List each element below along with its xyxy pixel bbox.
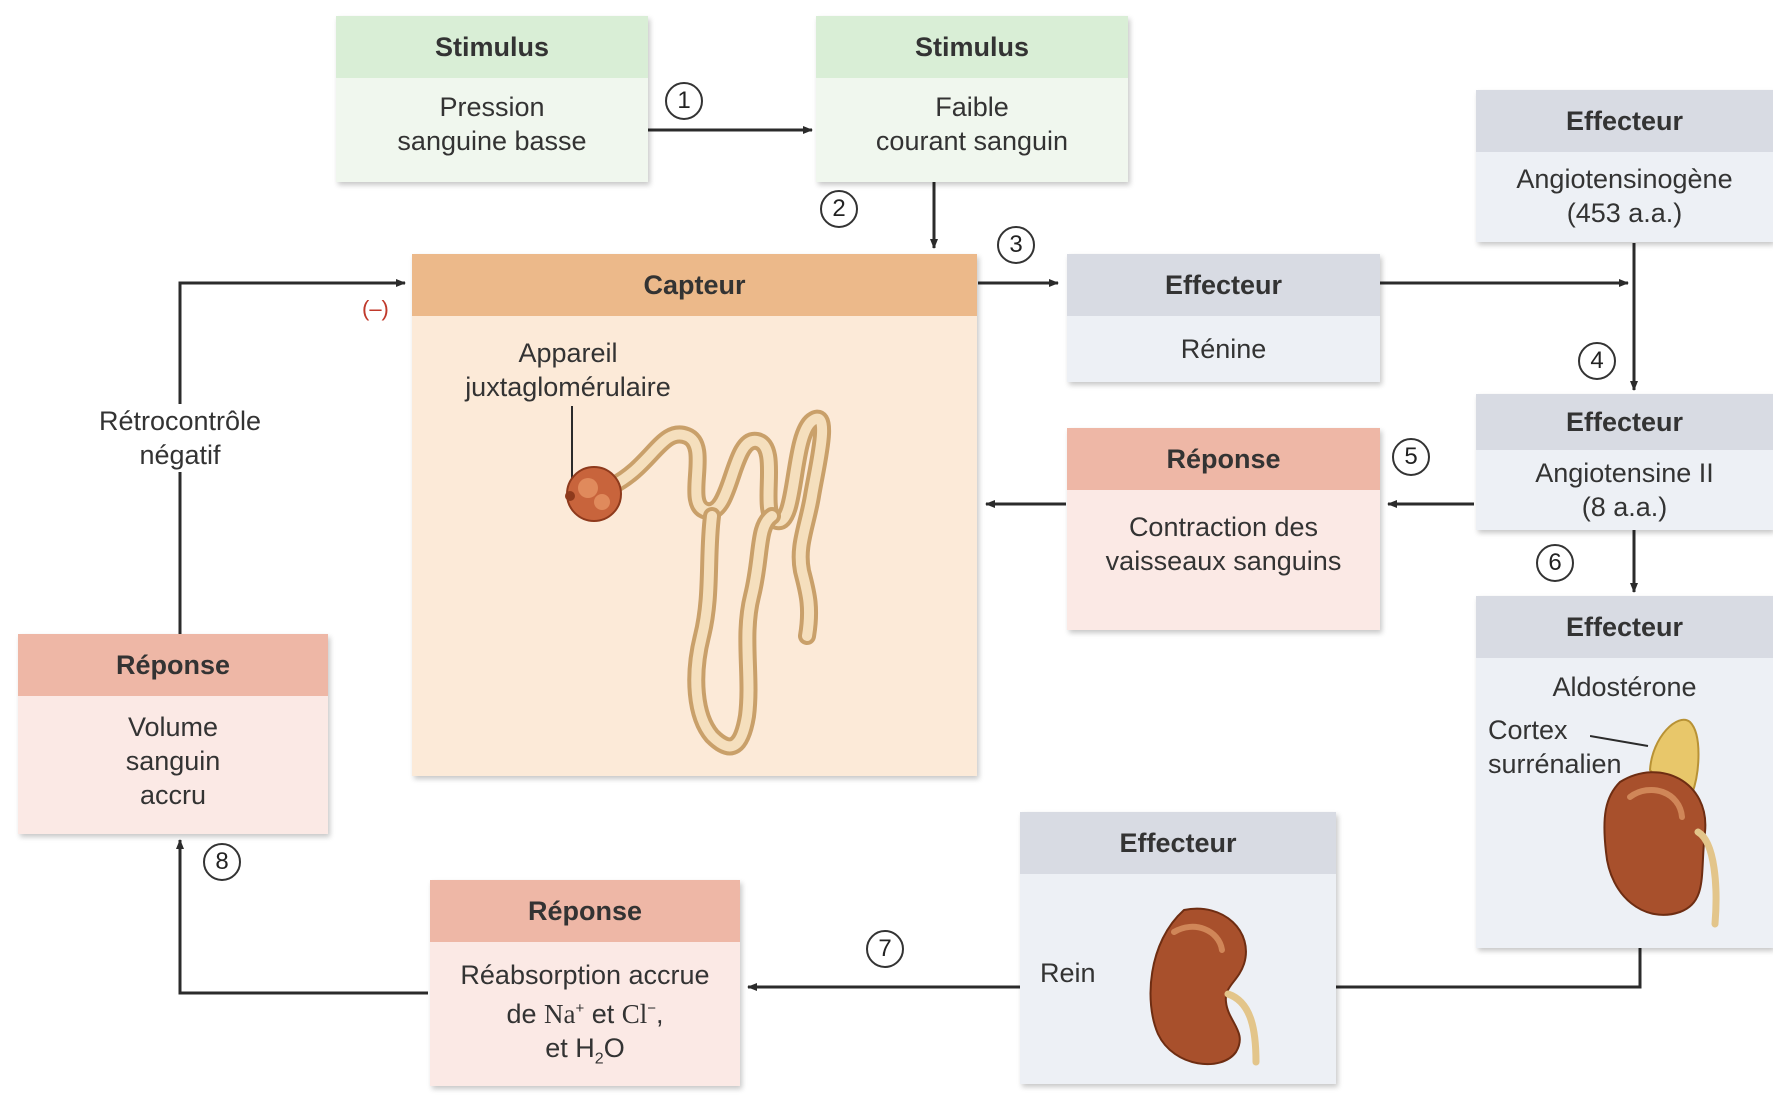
stimulus-pressure-header: Stimulus — [336, 16, 648, 78]
effector-aldosterone-header: Effecteur — [1476, 596, 1773, 658]
effector-angiotensin2-line2: (8 a.a.) — [1476, 490, 1773, 524]
step-8: 8 — [203, 843, 241, 881]
effector-renin-header: Effecteur — [1067, 254, 1380, 316]
stimulus-flow-header: Stimulus — [816, 16, 1128, 78]
response-contraction-box: Réponse Contraction des vaisseaux sangui… — [1067, 428, 1380, 630]
step-2: 2 — [820, 190, 858, 228]
effector-angiotensin2-header: Effecteur — [1476, 394, 1773, 450]
effector-aldosterone-line1: Aldostérone — [1476, 670, 1773, 704]
sensor-header: Capteur — [412, 254, 977, 316]
response-volume-header: Réponse — [18, 634, 328, 696]
response-reabsorption-header: Réponse — [430, 880, 740, 942]
step-1: 1 — [665, 82, 703, 120]
response-volume-line3: accru — [18, 778, 328, 812]
nephron-illustration — [412, 316, 977, 776]
effector-renin-line1: Rénine — [1067, 332, 1380, 366]
effector-angiotensinogen-header: Effecteur — [1476, 90, 1773, 152]
response-reabsorption-line3: et H2O — [430, 1031, 740, 1076]
effector-angiotensinogen-line1: Angiotensinogène — [1476, 162, 1773, 196]
response-contraction-line1: Contraction des — [1067, 510, 1380, 544]
step-3: 3 — [997, 226, 1035, 264]
negative-sign: (–) — [362, 296, 389, 322]
stimulus-flow-line2: courant sanguin — [816, 124, 1128, 158]
response-volume-box: Réponse Volume sanguin accru — [18, 634, 328, 834]
response-contraction-header: Réponse — [1067, 428, 1380, 490]
step-6: 6 — [1536, 544, 1574, 582]
effector-angiotensinogen-line2: (453 a.a.) — [1476, 196, 1773, 230]
response-contraction-line2: vaisseaux sanguins — [1067, 544, 1380, 578]
stimulus-pressure-box: Stimulus Pression sanguine basse — [336, 16, 648, 182]
effector-angiotensin2-line1: Angiotensine II — [1476, 456, 1773, 490]
stimulus-pressure-line1: Pression — [336, 90, 648, 124]
effector-kidney-header: Effecteur — [1020, 812, 1336, 874]
arrow-aldosterone-to-kidney — [1336, 948, 1640, 987]
effector-angiotensinogen-box: Effecteur Angiotensinogène (453 a.a.) — [1476, 90, 1773, 242]
response-volume-line1: Volume — [18, 710, 328, 744]
response-reabsorption-line2: de Na+ et Cl−, — [430, 992, 740, 1031]
step-7: 7 — [866, 930, 904, 968]
effector-renin-box: Effecteur Rénine — [1067, 254, 1380, 382]
step-4: 4 — [1578, 342, 1616, 380]
kidney-illustration — [1144, 902, 1284, 1072]
stimulus-flow-line1: Faible — [816, 90, 1128, 124]
stimulus-flow-box: Stimulus Faible courant sanguin — [816, 16, 1128, 182]
kidney-label: Rein — [1040, 956, 1096, 990]
adrenal-kidney-illustration — [1590, 712, 1760, 937]
feedback-label: Rétrocontrôle négatif — [72, 404, 288, 472]
response-reabsorption-box: Réponse Réabsorption accrue de Na+ et Cl… — [430, 880, 740, 1086]
response-volume-line2: sanguin — [18, 744, 328, 778]
stimulus-pressure-line2: sanguine basse — [336, 124, 648, 158]
step-5: 5 — [1392, 438, 1430, 476]
effector-angiotensin2-box: Effecteur Angiotensine II (8 a.a.) — [1476, 394, 1773, 530]
response-reabsorption-line1: Réabsorption accrue — [430, 958, 740, 992]
